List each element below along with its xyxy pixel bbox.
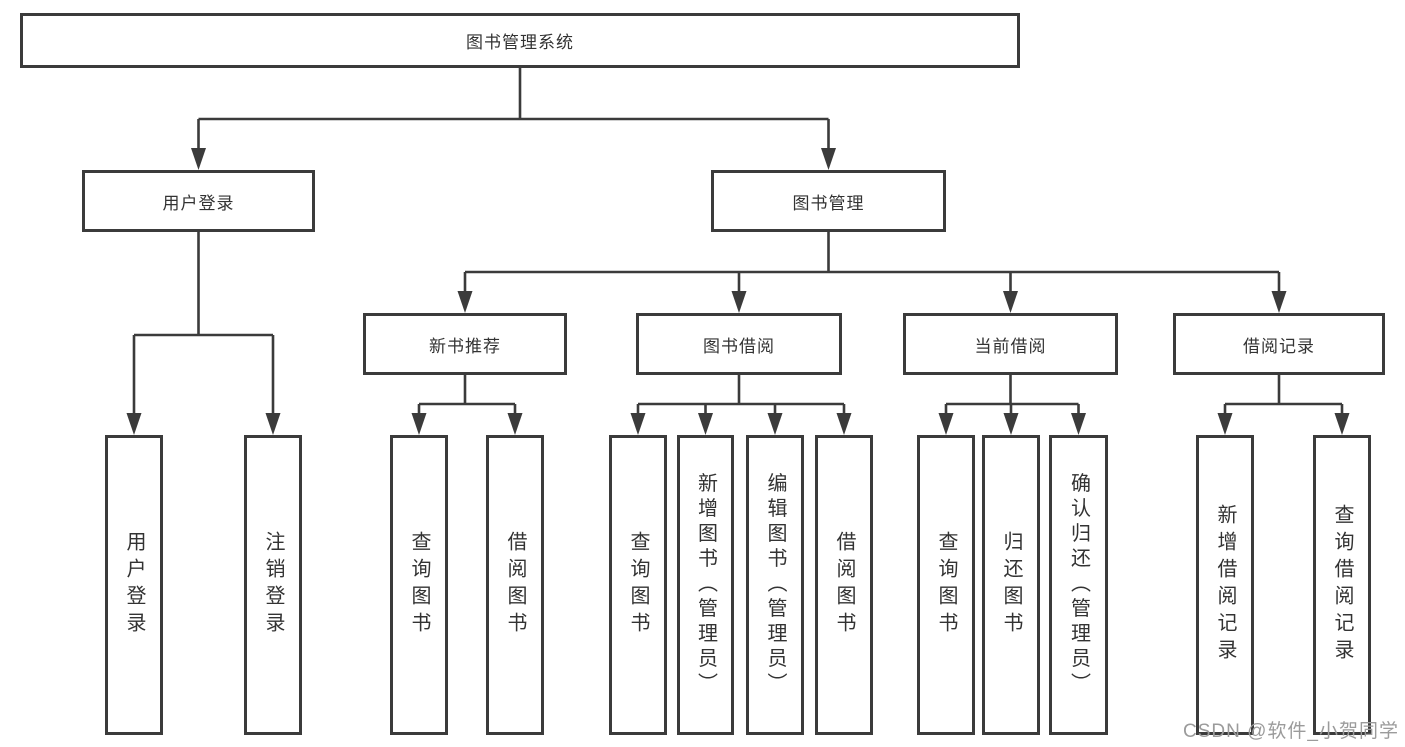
connector-user-login-children — [132, 232, 275, 418]
node-label: 用户登录 — [123, 531, 145, 639]
leaf-add-borrow-record: 新增借阅记录 — [1196, 435, 1254, 735]
connector-current-borrowing-children — [944, 375, 1080, 418]
leaf-logout: 注销登录 — [244, 435, 302, 735]
leaf-return-books: 归还图书 — [982, 435, 1040, 735]
node-label: 查询图书 — [408, 531, 430, 639]
node-label: 用户登录 — [162, 193, 235, 213]
leaf-query-books-current: 查询图书 — [917, 435, 975, 735]
node-user-login: 用户登录 — [82, 170, 315, 232]
node-book-borrowing: 图书借阅 — [636, 313, 842, 375]
node-label: 查询图书 — [935, 531, 957, 639]
connector-root-to-level2 — [197, 67, 830, 152]
node-label: 查询借阅记录 — [1331, 504, 1353, 666]
leaf-query-borrow-record: 查询借阅记录 — [1313, 435, 1371, 735]
node-label: 归还图书 — [1000, 531, 1022, 639]
node-label: 新书推荐 — [429, 336, 501, 356]
leaf-add-book-admin: 新增图书（管理员） — [677, 435, 734, 735]
leaf-user-login: 用户登录 — [105, 435, 163, 735]
node-label: 确认归还（管理员） — [1067, 472, 1090, 698]
node-label: 当前借阅 — [974, 336, 1047, 356]
node-label: 编辑图书（管理员） — [764, 472, 786, 698]
node-label: 查询图书 — [627, 531, 649, 639]
leaf-query-books-borrowing: 查询图书 — [609, 435, 667, 735]
node-label: 图书借阅 — [703, 336, 775, 356]
arrowheads — [126, 148, 1350, 435]
leaf-edit-book-admin: 编辑图书（管理员） — [746, 435, 804, 735]
node-book-management-system: 图书管理系统 — [20, 13, 1020, 68]
node-label: 新增图书（管理员） — [694, 472, 717, 698]
node-borrowing-records: 借阅记录 — [1173, 313, 1385, 375]
watermark: CSDN @软件_小贺同学 — [1183, 721, 1399, 742]
connector-new-book-recommendation-children — [417, 375, 517, 418]
leaf-borrow-books-recommend: 借阅图书 — [486, 435, 544, 735]
leaf-query-books-recommend: 查询图书 — [390, 435, 448, 735]
node-label: 图书管理系统 — [466, 33, 574, 52]
leaf-borrow-books-borrowing: 借阅图书 — [815, 435, 873, 735]
leaf-confirm-return-admin: 确认归还（管理员） — [1049, 435, 1108, 735]
connector-borrowing-records-children — [1223, 375, 1344, 418]
node-label: 借阅图书 — [504, 531, 526, 639]
node-label: 注销登录 — [262, 531, 284, 639]
node-new-book-recommendation: 新书推荐 — [363, 313, 567, 375]
node-label: 图书管理 — [792, 193, 865, 213]
node-book-management: 图书管理 — [711, 170, 946, 232]
node-label: 借阅记录 — [1243, 336, 1315, 356]
node-label: 借阅图书 — [833, 531, 855, 639]
node-label: 新增借阅记录 — [1214, 504, 1236, 666]
connector-book-management-children — [463, 232, 1281, 296]
node-current-borrowing: 当前借阅 — [903, 313, 1118, 375]
connector-book-borrowing-children — [636, 375, 846, 418]
